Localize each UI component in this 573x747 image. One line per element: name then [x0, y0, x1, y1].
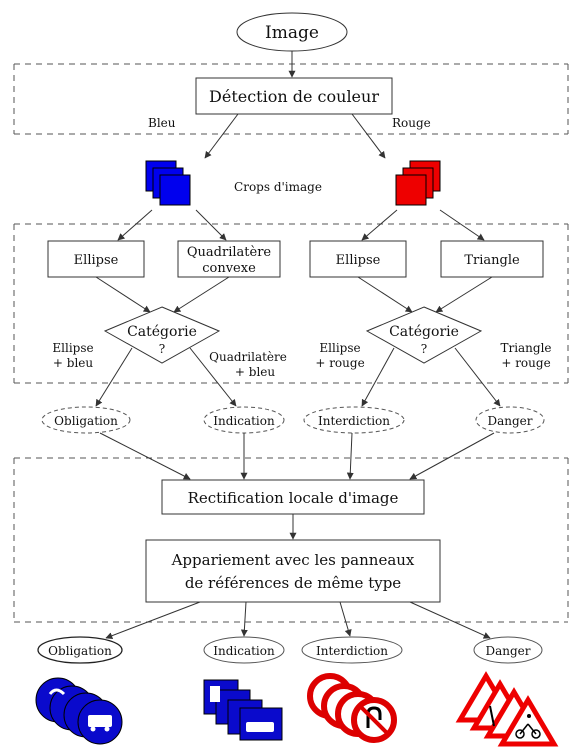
rule-triangle-rouge-1: Triangle: [500, 341, 551, 355]
ellipse-right-label: Ellipse: [336, 253, 381, 268]
out-interdiction-label: Interdiction: [316, 644, 388, 658]
out-interdiction-node: [301, 636, 403, 664]
mid-obligation-label: Obligation: [54, 414, 118, 428]
out-danger-label: Danger: [485, 644, 530, 658]
out-categories: Obligation Indication Interdiction Dange…: [37, 636, 543, 664]
ellipse-right-box: [309, 240, 407, 278]
red-crops-icon: [395, 160, 441, 206]
arrows: [95, 51, 501, 640]
interdiction-signs-icon: [307, 673, 397, 743]
categorie-right-label: Catégorie: [389, 324, 459, 340]
crops-label: Crops d'image: [234, 180, 322, 194]
out-danger-node: [473, 636, 543, 664]
rule-triangle-rouge-2: + rouge: [501, 356, 550, 370]
out-obligation-node: [37, 636, 123, 664]
rule-quad-bleu-2: + bleu: [235, 365, 275, 379]
quad-box: [177, 240, 281, 278]
mid-interdiction-label: Interdiction: [318, 414, 390, 428]
blue-crops-icon: [145, 160, 191, 206]
mid-obligation-node: [41, 406, 131, 434]
stage-separators: [13, 63, 569, 623]
appariement-line2: de références de même type: [185, 574, 401, 592]
out-indication-node: [203, 636, 285, 664]
ellipse-left-label: Ellipse: [74, 253, 119, 268]
rule-quad-bleu-1: Quadrilatère: [209, 350, 287, 364]
rule-ellipse-rouge-1: Ellipse: [319, 341, 360, 355]
bleu-label: Bleu: [148, 116, 176, 130]
categorie-left-label: Catégorie: [127, 324, 197, 340]
mid-indication-label: Indication: [213, 414, 275, 428]
triangle-box: [440, 240, 544, 278]
color-detection-label: Détection de couleur: [209, 87, 379, 106]
quad-label-line2: convexe: [202, 261, 256, 276]
rouge-label: Rouge: [392, 116, 431, 130]
image-node-label: Image: [265, 23, 319, 43]
out-obligation-label: Obligation: [48, 644, 112, 658]
indication-signs-icon: [203, 679, 283, 741]
out-indication-label: Indication: [213, 644, 275, 658]
rectification-box: [161, 479, 425, 515]
mid-interdiction-node: [303, 406, 405, 434]
categorie-left-q: ?: [159, 342, 165, 356]
appariement-box: [145, 539, 441, 603]
mid-danger-label: Danger: [487, 414, 532, 428]
triangle-label: Triangle: [464, 253, 520, 268]
categorie-left-diamond: [103, 306, 221, 364]
rule-ellipse-bleu-1: Ellipse: [52, 341, 93, 355]
obligation-signs-icon: [35, 677, 123, 745]
rule-ellipse-rouge-2: + rouge: [315, 356, 364, 370]
appariement-line1: Appariement avec les panneaux: [171, 551, 415, 569]
categorie-right-q: ?: [421, 342, 427, 356]
rule-ellipse-bleu-2: + bleu: [53, 356, 93, 370]
danger-signs-icon: [455, 671, 559, 747]
mid-danger-node: [475, 406, 545, 434]
categorie-right-diamond: [365, 306, 483, 364]
color-detection-box: [195, 77, 393, 115]
quad-label-line1: Quadrilatère: [187, 245, 272, 260]
mid-categories: Obligation Indication Interdiction Dange…: [41, 406, 545, 434]
rectification-label: Rectification locale d'image: [188, 489, 399, 507]
